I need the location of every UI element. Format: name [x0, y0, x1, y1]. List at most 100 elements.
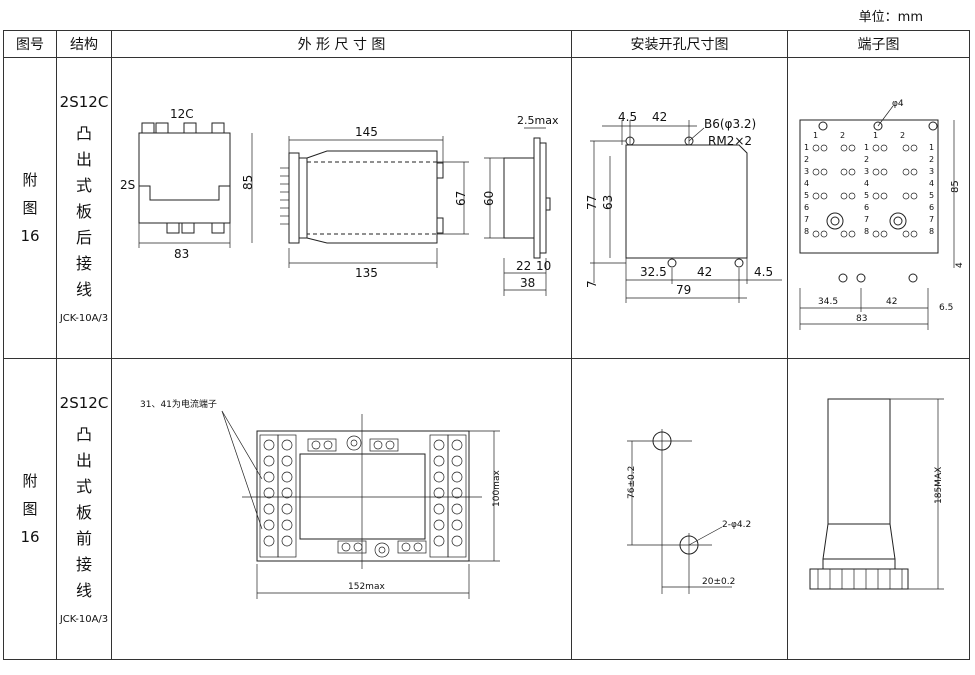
outline-drawing-cell: 31、41为电流端子: [111, 358, 572, 660]
header-mounting: 安装开孔尺寸图: [571, 30, 788, 58]
table-row: 附 图 16 2S12C 凸 出 式 板 前 接 线 JCK-10A/3 31、…: [3, 358, 970, 660]
dim-42-bottom: 42: [697, 265, 712, 279]
svg-text:5: 5: [864, 191, 869, 200]
terminal-drawing-cell: 1 2 3 4 5 6 7 8 1 2 3 4 5 6 7 8 1: [787, 57, 970, 359]
dim-phi4: φ4: [892, 99, 904, 109]
dim-83: 83: [174, 247, 189, 261]
dim-152max: 152max: [348, 582, 385, 592]
svg-text:2: 2: [864, 155, 869, 164]
header-row: 图号 结构 外 形 尺 寸 图 安装开孔尺寸图 端子图: [3, 30, 970, 58]
dim-42-top: 42: [652, 110, 667, 124]
dim-4: 4: [955, 262, 965, 268]
svg-text:5: 5: [929, 191, 934, 200]
hole-note: B6(φ3.2): [704, 117, 756, 131]
dim-38: 38: [520, 276, 535, 290]
relay-plate: [288, 152, 300, 244]
svg-text:1: 1: [864, 143, 869, 152]
svg-text:7: 7: [804, 215, 809, 224]
svg-text:2: 2: [804, 155, 809, 164]
dim-76: 76±0.2: [627, 466, 637, 499]
svg-text:1: 1: [929, 143, 934, 152]
cutout-outline: [625, 144, 748, 259]
svg-text:6: 6: [864, 203, 869, 212]
dim-85-terminal: 85: [950, 180, 961, 193]
svg-text:3: 3: [929, 167, 934, 176]
fig-no-cell: 附 图 16: [3, 57, 57, 359]
dim-20: 20±0.2: [702, 577, 735, 587]
structure-cell: 2S12C 凸 出 式 板 前 接 线 JCK-10A/3: [56, 358, 112, 660]
current-terminal-note: 31、41为电流端子: [140, 398, 217, 410]
relay-front-body: [138, 132, 231, 224]
svg-text:2: 2: [929, 155, 934, 164]
terminal-block-outline: [799, 119, 939, 254]
terminal-layout-rear: 1 2 3 4 5 6 7 8 1 2 3 4 5 6 7 8 1: [799, 99, 965, 330]
fig-no-cell: 附 图 16: [3, 358, 57, 660]
relay-end-plate: [533, 137, 541, 259]
structure-char: 前: [75, 528, 92, 548]
terminal-stud: [155, 122, 169, 134]
svg-text:5: 5: [804, 191, 809, 200]
terminal-stud: [211, 122, 225, 134]
dim-42-terminal: 42: [886, 297, 897, 307]
mount-hole: [856, 273, 866, 283]
unit-label: 单位：mm: [858, 10, 923, 25]
relay-window: [299, 453, 426, 540]
dim-7: 7: [585, 280, 599, 288]
fig-no-line: 16: [20, 528, 40, 546]
fig-no-line: 附: [22, 171, 38, 189]
structure-cell: 2S12C 凸 出 式 板 后 接 线 JCK-10A/3: [56, 57, 112, 359]
terminal-stud: [141, 122, 155, 134]
label-2s: 2S: [120, 178, 135, 192]
mount-hole: [873, 121, 883, 131]
header-outline: 外 形 尺 寸 图: [111, 30, 572, 58]
structure-char: 线: [75, 580, 92, 600]
mount-hole: [667, 258, 677, 268]
mount-notch: [139, 185, 230, 201]
mount-hole: [928, 121, 938, 131]
relay-side-body: [306, 150, 438, 244]
svg-text:4: 4: [929, 179, 934, 188]
table-row: 附 图 16 2S12C 凸 出 式 板 后 接 线 JCK-10A/3: [3, 57, 970, 359]
dim-4-5-top: 4.5: [618, 110, 637, 124]
terminal-stud: [181, 222, 195, 234]
dim-77: 77: [585, 195, 599, 210]
svg-text:8: 8: [804, 227, 809, 236]
dim-185max: 185MAX: [934, 467, 944, 504]
svg-text:3: 3: [864, 167, 869, 176]
structure-char: 出: [75, 450, 92, 470]
fig-no-line: 16: [20, 227, 40, 245]
terminal-column-right: [429, 434, 467, 558]
dim-83-terminal: 83: [856, 314, 867, 324]
outline-drawing-rear: 12C 2S 83 85: [120, 107, 559, 296]
relay-base: [822, 523, 896, 560]
svg-text:7: 7: [864, 215, 869, 224]
structure-char: 式: [75, 175, 92, 195]
header-fig-no: 图号: [3, 30, 57, 58]
svg-text:8: 8: [929, 227, 934, 236]
terminal-pin-grid: [812, 144, 918, 238]
dim-4-5-bottom: 4.5: [754, 265, 773, 279]
terminal-strip: [809, 568, 909, 590]
header-terminal: 端子图: [787, 30, 970, 58]
mounting-cutout-rear: 4.5 42 B6(φ3.2) RM2×2 77 63 7 32.5 42 4.…: [585, 110, 782, 303]
dim-85: 85: [241, 175, 255, 190]
terminal-column-left: [259, 434, 297, 558]
dim-79: 79: [676, 283, 691, 297]
terminal-numbers: 1 2 3 4 5 6 7 8 1 2 3 4 5 6 7 8 1: [804, 131, 934, 236]
relay-front-panel: [256, 430, 470, 562]
dim-2-5max: 2.5max: [517, 114, 559, 127]
svg-text:8: 8: [864, 227, 869, 236]
structure-char: 接: [75, 554, 92, 574]
structure-model: JCK-10A/3: [59, 613, 109, 625]
mount-hole: [818, 121, 828, 131]
terminal-stud: [183, 122, 197, 134]
terminal-drawing-cell: 185MAX: [787, 358, 970, 660]
hole-note-2: 2-φ4.2: [722, 520, 751, 530]
fig-no-line: 附: [22, 472, 38, 490]
structure-char: 凸: [75, 424, 92, 444]
svg-text:6: 6: [929, 203, 934, 212]
structure-char: 板: [75, 201, 92, 221]
svg-text:7: 7: [929, 215, 934, 224]
screw-note: RM2×2: [708, 134, 752, 148]
mount-hole: [838, 273, 848, 283]
